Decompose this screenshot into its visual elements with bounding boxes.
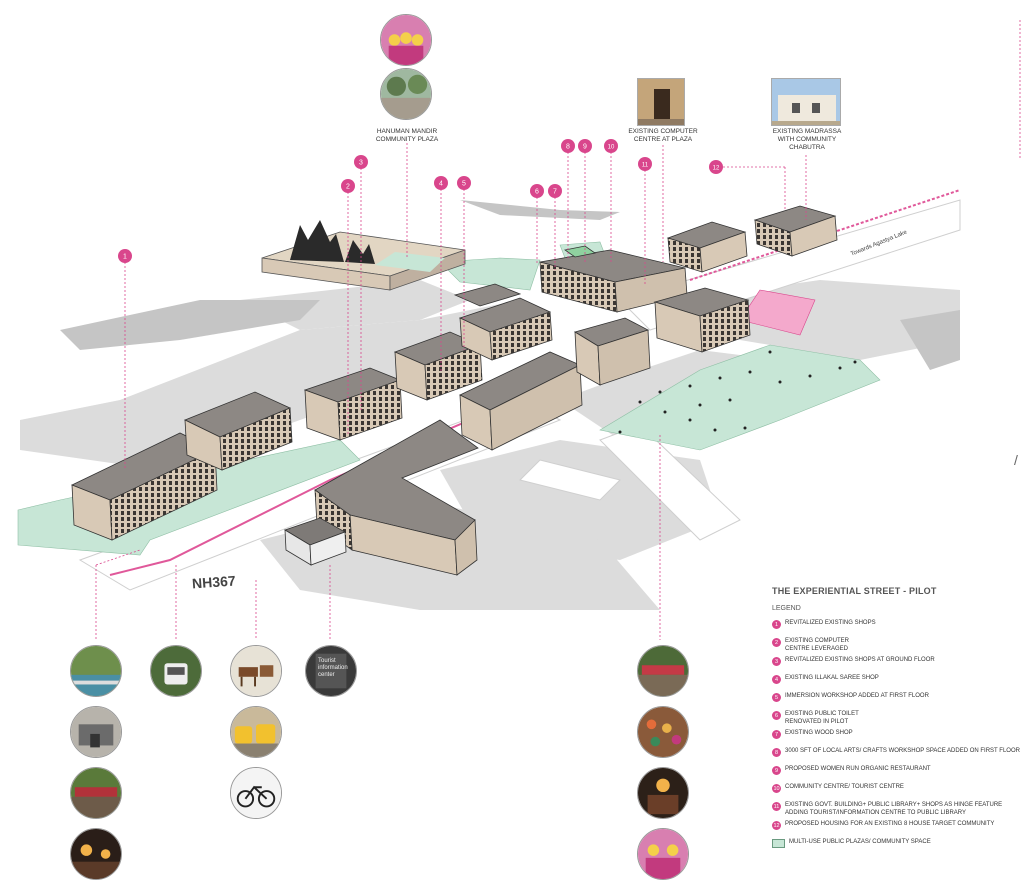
leader-lines	[95, 20, 1021, 640]
legend-item: 1 REVITALIZED EXISTING SHOPS	[772, 620, 1022, 634]
bicycle-photo	[230, 767, 282, 819]
svg-text:5: 5	[462, 181, 466, 188]
svg-text:10: 10	[608, 145, 615, 151]
legend-text: REVITALIZED EXISTING SHOPS	[785, 620, 876, 626]
svg-text:11: 11	[642, 163, 649, 169]
legend-text: EXISTING GOVT. BUILDING+ PUBLIC LIBRARY+…	[785, 802, 1003, 816]
marker-5: 5	[457, 176, 471, 190]
tourist-sign-text: Tourist information center	[318, 658, 348, 678]
darker-shadows	[60, 200, 960, 370]
marker-2: 2	[341, 179, 355, 193]
legend-number: 3	[772, 657, 781, 666]
svg-text:9: 9	[583, 144, 587, 151]
svg-text:2: 2	[346, 184, 350, 191]
dance-festival-photo	[637, 828, 689, 880]
diagram-title: THE EXPERIENTIAL STREET - PILOT	[772, 586, 937, 596]
marker-8: 8	[561, 139, 575, 153]
marker-4: 4	[434, 176, 448, 190]
legend-item: 11 EXISTING GOVT. BUILDING+ PUBLIC LIBRAR…	[772, 802, 1022, 817]
plaza-trees	[618, 350, 857, 434]
legend-text: COMMUNITY CENTRE/ TOURIST CENTRE	[785, 784, 904, 790]
legend-item: 10 COMMUNITY CENTRE/ TOURIST CENTRE	[772, 784, 1022, 798]
legend-number: 7	[772, 730, 781, 739]
hanuman-mandir-label: HANUMAN MANDIR COMMUNITY PLAZA	[375, 128, 439, 143]
legend-text: EXISTING PUBLIC TOILET RENOVATED IN PILO…	[785, 711, 859, 725]
legend-item: 9 PROPOSED WOMEN RUN ORGANIC RESTAURANT	[772, 766, 1022, 780]
legend-text: PROPOSED HOUSING FOR AN EXISTING 8 HOUSE…	[785, 821, 995, 827]
marker-3: 3	[354, 155, 368, 169]
marker-1: 1	[118, 249, 132, 263]
horse-cart-photo	[230, 645, 282, 697]
svg-text:4: 4	[439, 181, 443, 188]
computer-centre-photo	[637, 78, 685, 126]
legend-text: IMMERSION WORKSHOP ADDED AT FIRST FLOOR	[785, 693, 929, 699]
legend-number: 4	[772, 675, 781, 684]
legend-item: 3 REVITALIZED EXISTING SHOPS AT GROUND FL…	[772, 657, 1022, 671]
crafts-market-photo	[637, 706, 689, 758]
legend-item: 6 EXISTING PUBLIC TOILET RENOVATED IN PIL…	[772, 711, 1022, 726]
plaza-swatch	[772, 839, 785, 848]
nh367-road-label: NH367	[191, 572, 237, 592]
festival-photo	[380, 14, 432, 66]
auto-rickshaw-photo	[230, 706, 282, 758]
legend-text: EXISTING ILLAKAL SAREE SHOP	[785, 675, 879, 681]
vehicle-photo	[150, 645, 202, 697]
greenway-photo	[70, 645, 122, 697]
legend-number: 8	[772, 748, 781, 757]
legend-number: 9	[772, 766, 781, 775]
legend-item: MULTI-USE PUBLIC PLAZAS/ COMMUNITY SPACE	[772, 839, 1022, 853]
night-market-photo	[70, 828, 122, 880]
legend-number: 6	[772, 711, 781, 720]
legend-item: 5 IMMERSION WORKSHOP ADDED AT FIRST FLOOR	[772, 693, 1022, 707]
legend-number: 5	[772, 693, 781, 702]
legend-item: 12 PROPOSED HOUSING FOR AN EXISTING 8 HOU…	[772, 821, 1022, 835]
legend-text: EXISTING WOOD SHOP	[785, 730, 853, 736]
legend-heading: LEGEND	[772, 605, 801, 612]
legend-text: MULTI-USE PUBLIC PLAZAS/ COMMUNITY SPACE	[789, 839, 931, 845]
legend-text: PROPOSED WOMEN RUN ORGANIC RESTAURANT	[785, 766, 931, 772]
temple-plaza-block	[261, 220, 466, 291]
legend-item: 4 EXISTING ILLAKAL SAREE SHOP	[772, 675, 1022, 689]
canopy-street-photo	[637, 645, 689, 697]
legend-text: REVITALIZED EXISTING SHOPS AT GROUND FLO…	[785, 657, 935, 663]
tourist-centre-photo: Tourist information center	[305, 645, 357, 697]
marker-9: 9	[578, 139, 592, 153]
legend-number: 2	[772, 638, 781, 647]
building-group-center	[284, 317, 651, 576]
marker-10: 10	[604, 139, 618, 153]
madrassa-label: EXISTING MADRASSA WITH COMMUNITY CHABUTR…	[772, 128, 842, 151]
legend-number: 11	[772, 802, 781, 811]
computer-centre-label: EXISTING COMPUTER CENTRE AT PLAZA	[628, 128, 698, 143]
svg-text:1: 1	[123, 254, 127, 261]
legend-number: 1	[772, 620, 781, 629]
legend-number: 12	[772, 821, 781, 830]
legend: THE EXPERIENTIAL STREET - PILOT LEGEND 1…	[772, 586, 1022, 857]
svg-text:8: 8	[566, 144, 570, 151]
legend-item: 7 EXISTING WOOD SHOP	[772, 730, 1022, 744]
marker-7: 7	[548, 184, 562, 198]
madrassa-photo	[771, 78, 841, 126]
svg-text:12: 12	[713, 166, 720, 172]
plaza-photo	[380, 68, 432, 120]
legend-text: EXISTING COMPUTER CENTRE LEVERAGED	[785, 638, 850, 652]
legend-text: 3000 SFT OF LOCAL ARTS/ CRAFTS WORKSHOP …	[785, 748, 1020, 754]
building-group-west	[71, 283, 553, 541]
svg-text:6: 6	[535, 189, 539, 196]
market-canopy-photo	[70, 767, 122, 819]
cropped-glyph: /	[1014, 452, 1018, 468]
marker-12: 12	[709, 160, 723, 174]
legend-item: 2 EXISTING COMPUTER CENTRE LEVERAGED	[772, 638, 1022, 653]
legend-item: 8 3000 SFT OF LOCAL ARTS/ CRAFTS WORKSHOP…	[772, 748, 1022, 762]
building-group-east	[539, 205, 838, 353]
svg-text:3: 3	[359, 160, 363, 167]
legend-number: 10	[772, 784, 781, 793]
svg-text:7: 7	[553, 189, 557, 196]
evening-market-photo	[637, 767, 689, 819]
street-photo	[70, 706, 122, 758]
marker-11: 11	[638, 157, 652, 171]
marker-6: 6	[530, 184, 544, 198]
